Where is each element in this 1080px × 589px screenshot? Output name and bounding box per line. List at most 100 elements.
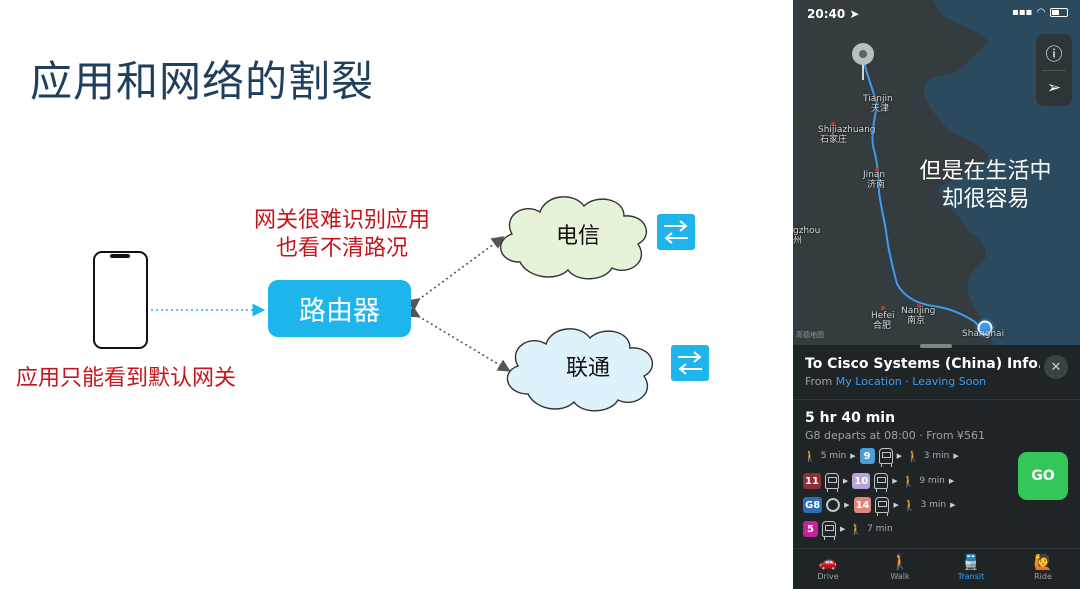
router-box: 路由器: [268, 280, 411, 337]
phone-icon: [93, 251, 148, 349]
step-arrow-icon: ▶: [892, 477, 898, 485]
tab-ride-label: Ride: [1034, 572, 1052, 581]
overlay-caption-line-1: 但是在生活中: [919, 159, 1052, 184]
line-badge-g8: G8: [803, 497, 823, 513]
line-badge-11: 11: [803, 473, 821, 489]
map-credit: 高德地图: [796, 331, 824, 339]
gateway-note-line-1: 网关很难识别应用: [253, 208, 430, 233]
tram-icon: 🚆: [961, 553, 981, 571]
wifi-icon: ◠: [1037, 7, 1045, 18]
step-arrow-icon: ▶: [896, 452, 903, 460]
step-arrow-icon: ▶: [844, 501, 850, 509]
ride-icon: 🙋: [1033, 553, 1053, 571]
from-prefix: From: [805, 375, 836, 388]
tab-transit[interactable]: 🚆 Transit: [941, 553, 1001, 583]
router-label: 路由器: [299, 296, 380, 327]
step-arrow-icon: ▶: [840, 525, 846, 533]
destination-title: To Cisco Systems (China) Info...: [805, 356, 1040, 372]
tab-drive[interactable]: 🚗 Drive: [798, 553, 858, 583]
close-button[interactable]: ✕: [1044, 355, 1068, 379]
city-dot-tianjin: [873, 96, 877, 100]
walk-icon: 🚶: [890, 553, 910, 571]
route-duration: 5 hr 40 min: [805, 410, 896, 426]
step-arrow-icon: ▶: [893, 501, 899, 509]
walk-icon: 🚶: [906, 449, 920, 463]
directions-sheet: To Cisco Systems (China) Info... From My…: [793, 344, 1080, 589]
line-badge-14: 14: [853, 497, 872, 513]
transport-tab-bar: 🚗 Drive 🚶 Walk 🚆 Transit 🙋 Ride: [793, 548, 1080, 589]
network-diagram: 电信 联通: [93, 196, 709, 412]
telecom-label: 电信: [556, 224, 600, 249]
locate-arrow-icon[interactable]: ➢: [1046, 78, 1062, 98]
overlay-caption: 但是在生活中 却很容易: [893, 158, 1078, 214]
sheet-divider: [793, 399, 1080, 400]
route-steps-row: 11 ▶ 10 ▶ 🚶 9 min ▶: [803, 471, 955, 492]
tab-drive-label: Drive: [817, 572, 839, 581]
unicom-label: 联通: [566, 356, 610, 381]
route-departs: G8 departs at 08:00 · From ¥561: [805, 429, 986, 442]
battery-icon: [1050, 8, 1068, 17]
switch-icon: [657, 214, 695, 250]
status-icons: ▪▪▪ ◠: [1012, 7, 1068, 18]
car-icon: 🚗: [818, 553, 838, 571]
walk-duration: 7 min: [867, 524, 893, 534]
step-arrow-icon: ▶: [950, 501, 956, 509]
start-pin-icon[interactable]: [852, 43, 874, 80]
city-dot-nanjing: [917, 304, 921, 308]
unicom-cloud: 联通: [506, 328, 654, 412]
router-to-unicom-arrow: [406, 305, 511, 372]
walk-icon: 🚶: [901, 474, 916, 488]
walk-duration: 3 min: [923, 451, 950, 461]
step-arrow-icon: ▶: [953, 452, 959, 460]
walk-duration: 9 min: [919, 476, 945, 486]
tab-transit-label: Transit: [957, 572, 985, 581]
map-controls-divider: [1042, 70, 1066, 71]
city-dot-jinan: [875, 168, 879, 172]
metro-icon: [878, 448, 893, 467]
from-separator: ·: [901, 375, 913, 388]
route-steps-row: G8 ▶ 14 ▶ 🚶 3 min ▶: [803, 495, 956, 516]
switch-icon: [671, 345, 709, 381]
map-view[interactable]: [793, 0, 1080, 345]
route-steps-row: 🚶 5 min ▶ 9 ▶ 🚶 3 min ▶: [803, 446, 959, 467]
from-line: From My Location · Leaving Soon: [805, 375, 986, 388]
metro-icon: [874, 473, 889, 492]
walk-icon: 🚶: [902, 498, 917, 512]
slide-title: 应用和网络的割裂: [30, 57, 375, 106]
city-dot-hefei: [881, 306, 885, 310]
leaving-time-link[interactable]: Leaving Soon: [912, 375, 987, 388]
line-badge-10: 10: [852, 473, 871, 489]
tab-ride[interactable]: 🙋 Ride: [1013, 553, 1073, 583]
walk-duration: 5 min: [820, 451, 847, 461]
go-button[interactable]: GO: [1018, 452, 1068, 500]
step-arrow-icon: ▶: [948, 477, 955, 485]
overlay-caption-line-2: 却很容易: [941, 187, 1030, 212]
map-controls: ⓘ ➢: [1036, 34, 1072, 106]
sheet-grabber[interactable]: [920, 344, 952, 348]
route-line: [862, 57, 984, 333]
step-arrow-icon: ▶: [842, 477, 849, 485]
phone-note: 应用只能看到默认网关: [16, 366, 237, 391]
tab-walk[interactable]: 🚶 Walk: [870, 553, 930, 583]
gateway-note-line-2: 也看不清路况: [275, 236, 408, 261]
route-steps-row: 5 ▶ 🚶 7 min: [803, 519, 893, 540]
tab-walk-label: Walk: [890, 572, 910, 581]
slide: 应用和网络的割裂 电信 联通: [16, 57, 709, 412]
telecom-cloud: 电信: [500, 196, 648, 280]
metro-icon: [824, 473, 839, 492]
high-speed-rail-icon: [826, 498, 841, 512]
gateway-note: 网关很难识别应用 也看不清路况: [222, 207, 462, 263]
status-time: 20:40 ➤: [807, 7, 860, 21]
from-location-link[interactable]: My Location: [835, 375, 902, 388]
signal-icon: ▪▪▪: [1011, 7, 1033, 18]
current-location-icon[interactable]: [975, 318, 995, 338]
info-icon[interactable]: ⓘ: [1045, 44, 1063, 65]
city-label-shanghai: Shanghai: [962, 329, 1005, 339]
